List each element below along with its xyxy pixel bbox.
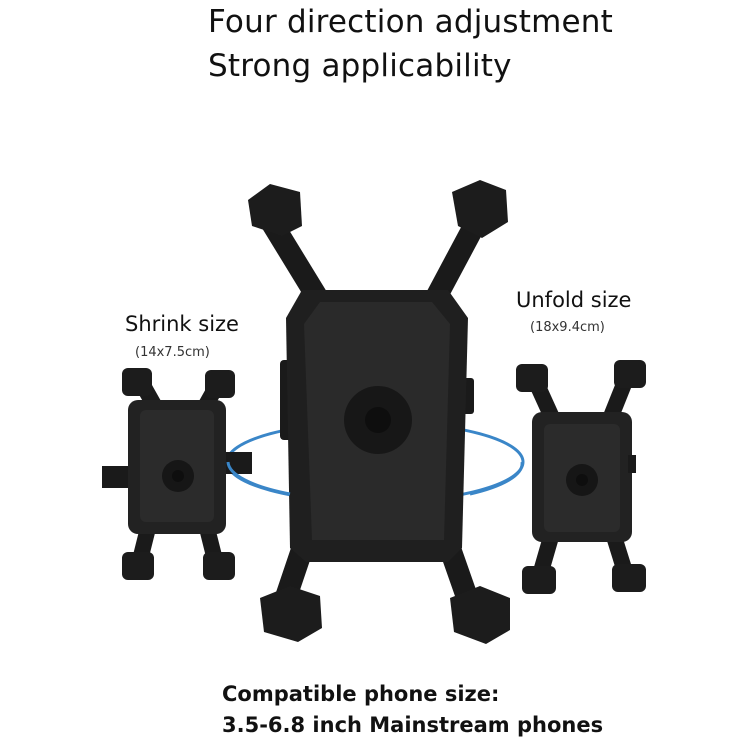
unfold-size-label: Unfold size (516, 288, 632, 312)
shrink-size-label: Shrink size (125, 312, 239, 336)
center-holder-image (248, 180, 510, 644)
shrink-holder-image (102, 368, 252, 580)
compatibility-line-1: Compatible phone size: (222, 682, 500, 706)
rotation-ring-front (226, 461, 291, 496)
unfold-size-dimensions: (18x9.4cm) (530, 320, 605, 335)
compatibility-line-2: 3.5-6.8 inch Mainstream phones (222, 713, 604, 737)
unfold-holder-image (516, 360, 646, 594)
headline-line-1: Four direction adjustment (208, 4, 613, 40)
headline-line-2: Strong applicability (208, 48, 512, 84)
shrink-size-dimensions: (14x7.5cm) (135, 345, 210, 360)
